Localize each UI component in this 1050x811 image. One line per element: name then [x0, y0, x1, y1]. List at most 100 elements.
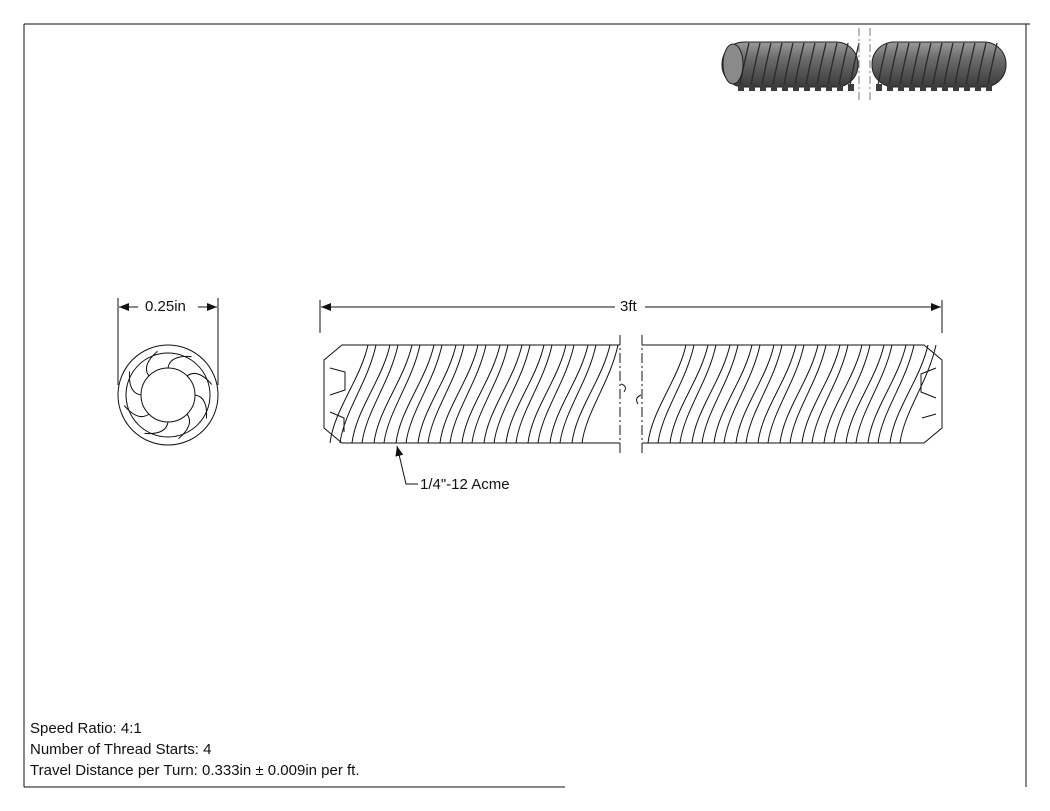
diameter-dimension: [117, 298, 219, 385]
thread-crest: [329, 344, 369, 444]
note-thread-starts: Number of Thread Starts: 4: [30, 741, 212, 758]
thread-crest: [351, 344, 391, 444]
preview-crest: [932, 42, 943, 87]
preview-tooth: [771, 84, 777, 91]
thread-crest: [395, 344, 435, 444]
preview-crest: [888, 42, 899, 87]
thread-root: [833, 344, 871, 444]
rod-outline-right: [642, 344, 943, 444]
preview-crest: [805, 42, 816, 87]
side-view: [323, 335, 943, 455]
preview-tooth: [953, 84, 959, 91]
length-dimension-label: 3ft: [620, 298, 637, 315]
end-view: [117, 344, 219, 446]
thread-root: [657, 344, 695, 444]
preview-crest: [783, 42, 794, 87]
thread-crest: [801, 344, 841, 444]
preview-thread-crests: [739, 42, 998, 87]
thread-root: [581, 344, 619, 444]
preview-tooth: [815, 84, 821, 91]
thread-root: [855, 344, 893, 444]
thread-start-curve: [167, 355, 192, 369]
preview-tooth: [749, 84, 755, 91]
preview-tooth: [876, 84, 882, 91]
thread-crest: [373, 344, 413, 444]
rod-outline-left: [323, 344, 620, 444]
thread-root: [811, 344, 849, 444]
thread-crest: [461, 344, 501, 444]
thread-crest: [669, 344, 709, 444]
thread-crest: [483, 344, 523, 444]
note-speed-ratio: Speed Ratio: 4:1: [30, 720, 142, 737]
thread-crest: [735, 344, 775, 444]
thread-crest: [505, 344, 545, 444]
thread-callout-label: 1/4"-12 Acme: [420, 476, 510, 493]
thread-start-curve: [194, 394, 208, 419]
right-end-detail: [920, 367, 937, 419]
end-view-root-circle: [125, 352, 211, 438]
preview-tooth: [920, 84, 926, 91]
preview-tooth: [760, 84, 766, 91]
side-view-thread-helix: [329, 344, 937, 444]
preview-crest: [910, 42, 921, 87]
thread-crest: [439, 344, 479, 444]
preview-crest: [849, 42, 860, 87]
preview-crest: [965, 42, 976, 87]
left-end-detail: [329, 367, 346, 432]
thread-start-curve: [186, 373, 213, 385]
preview-crest: [816, 42, 827, 87]
preview-tooth: [986, 84, 992, 91]
preview-tooth: [804, 84, 810, 91]
thread-start-curve: [146, 350, 158, 377]
thread-root: [723, 344, 761, 444]
preview-crest: [899, 42, 910, 87]
break-squiggle: [620, 383, 642, 405]
preview-crest: [921, 42, 932, 87]
thread-root: [361, 344, 399, 444]
preview-tooth: [964, 84, 970, 91]
preview-crest: [877, 42, 888, 87]
thread-start-curve: [144, 421, 169, 435]
preview-rod-right: [871, 41, 1007, 88]
thread-root: [789, 344, 827, 444]
preview-tooth: [942, 84, 948, 91]
thread-root: [471, 344, 509, 444]
thread-crest: [845, 344, 885, 444]
preview-tooth: [898, 84, 904, 91]
thread-root: [679, 344, 717, 444]
preview-crest: [954, 42, 965, 87]
preview-crest: [772, 42, 783, 87]
preview-tooth: [848, 84, 854, 91]
preview-tooth: [887, 84, 893, 91]
preview-tooth: [826, 84, 832, 91]
preview-thread-teeth: [738, 84, 992, 91]
preview-crest: [838, 42, 849, 87]
thread-crest: [571, 344, 611, 444]
note-travel-distance: Travel Distance per Turn: 0.333in ± 0.00…: [30, 762, 360, 779]
thread-start-curve: [128, 371, 142, 396]
thread-root: [427, 344, 465, 444]
thread-root: [515, 344, 553, 444]
thread-root: [877, 344, 915, 444]
thread-crest: [823, 344, 863, 444]
end-view-thread-starts: [123, 350, 213, 440]
thread-crest: [549, 344, 589, 444]
preview-tooth: [738, 84, 744, 91]
diameter-dimension-label: 0.25in: [145, 298, 186, 315]
preview-tooth: [793, 84, 799, 91]
thread-root: [701, 344, 739, 444]
thread-root: [449, 344, 487, 444]
preview-tooth: [931, 84, 937, 91]
thread-crest: [779, 344, 819, 444]
thread-root: [559, 344, 597, 444]
lead-screw-preview: [721, 28, 1007, 100]
preview-crest: [987, 42, 998, 87]
thread-crest: [867, 344, 907, 444]
preview-crest: [750, 42, 761, 87]
length-dimension: [319, 300, 943, 333]
thread-crest: [889, 344, 929, 444]
thread-root: [339, 344, 377, 444]
preview-crest: [739, 42, 750, 87]
thread-crest: [757, 344, 797, 444]
end-view-outer-circle: [117, 344, 219, 446]
